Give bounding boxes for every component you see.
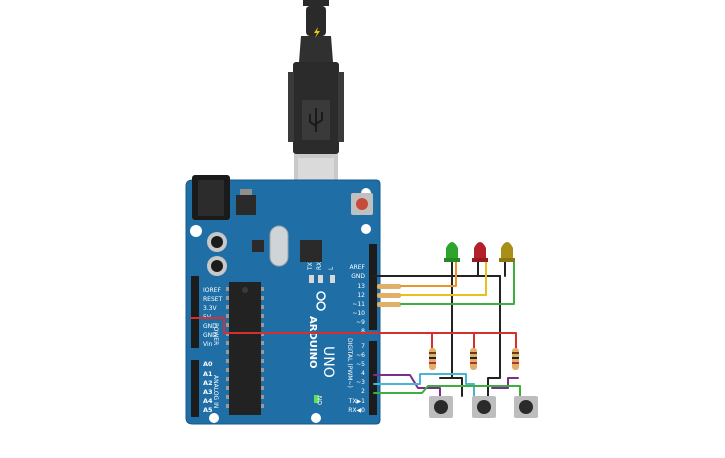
- pin-label-a2: A2: [203, 379, 213, 387]
- brand-uno: UNO: [320, 346, 336, 378]
- pin-label-3v3: 3.3V: [203, 305, 218, 312]
- push-button-2[interactable]: [472, 396, 496, 418]
- power-header-title: POWER: [212, 323, 219, 345]
- wire-purple-2: [491, 377, 519, 389]
- l-label: L: [328, 266, 335, 270]
- pin-label-10: ~10: [352, 310, 365, 317]
- button-resistors: [429, 348, 519, 370]
- pin-label-aref: AREF: [349, 264, 365, 271]
- arduino-board: TX RX L ON ARDUINO UNO POWER ANALOG IN D…: [185, 175, 381, 425]
- wires: [190, 261, 521, 397]
- power-header: [191, 276, 199, 348]
- pin-label-gnd1: GND: [203, 323, 217, 330]
- pin-label-11: ~11: [352, 301, 365, 308]
- lightning-bolt-icon: [314, 27, 320, 38]
- brand-arduino: ARDUINO: [307, 316, 318, 368]
- pin-label-2: 2: [361, 388, 365, 395]
- push-button-1[interactable]: [429, 396, 453, 418]
- analog-header-title: ANALOG IN: [212, 375, 219, 408]
- led-green: [444, 242, 460, 262]
- on-label: ON: [317, 396, 324, 405]
- pin-label-gnd2: GND: [203, 332, 217, 339]
- wire-green: [400, 261, 515, 305]
- rx-label: RX: [316, 262, 323, 270]
- pin-label-gnd: GND: [351, 273, 365, 280]
- pin-label-reset: RESET: [203, 296, 223, 303]
- wire-purple-1: [373, 374, 441, 397]
- digital-pin-labels: AREF GND 13 12 ~11 ~10 ~9 8 7 ~6 ~5 4 ~3…: [348, 264, 366, 414]
- pin-label-5: ~5: [356, 361, 365, 368]
- digital-header-upper: [369, 244, 377, 330]
- pin-label-9: ~9: [356, 319, 365, 326]
- wire-green-2: [373, 385, 521, 397]
- led-yellow: [499, 242, 515, 262]
- pin-label-0: RX◀0: [348, 407, 365, 414]
- wire-black-1: [439, 261, 453, 379]
- digital-header-title: DIGITAL (PWM~): [346, 338, 353, 388]
- analog-header: [191, 360, 199, 417]
- pin-label-vin: Vin: [203, 341, 213, 348]
- wire-orange: [400, 261, 457, 287]
- pin-label-1: TX▶1: [348, 398, 365, 405]
- pin-label-3: ~3: [356, 379, 365, 386]
- pin-label-8: 8: [361, 328, 365, 335]
- pin-label-a3: A3: [203, 388, 213, 396]
- led-red: [472, 242, 488, 262]
- pin-label-a1: A1: [203, 370, 213, 378]
- arduino-logo: [316, 291, 326, 311]
- pin-label-a0: A0: [203, 360, 213, 368]
- tx-label: TX: [307, 262, 314, 271]
- pin-label-a4: A4: [203, 397, 213, 405]
- digital-header-lower: [369, 341, 377, 415]
- pin-label-13: 13: [357, 283, 365, 290]
- pin-label-12: 12: [357, 292, 365, 299]
- analog-pin-labels: A0 A1 A2 A3 A4 A5: [203, 360, 213, 414]
- wire-yellow: [400, 261, 487, 296]
- pin-label-4: 4: [361, 370, 365, 377]
- led-resistors: [377, 284, 401, 307]
- pin-label-6: ~6: [356, 352, 365, 359]
- wire-cyan: [373, 373, 475, 397]
- pin-label-7: 7: [361, 343, 365, 350]
- pin-label-ioref: IOREF: [203, 287, 221, 294]
- push-button-3[interactable]: [514, 396, 538, 418]
- pin-label-a5: A5: [203, 406, 213, 414]
